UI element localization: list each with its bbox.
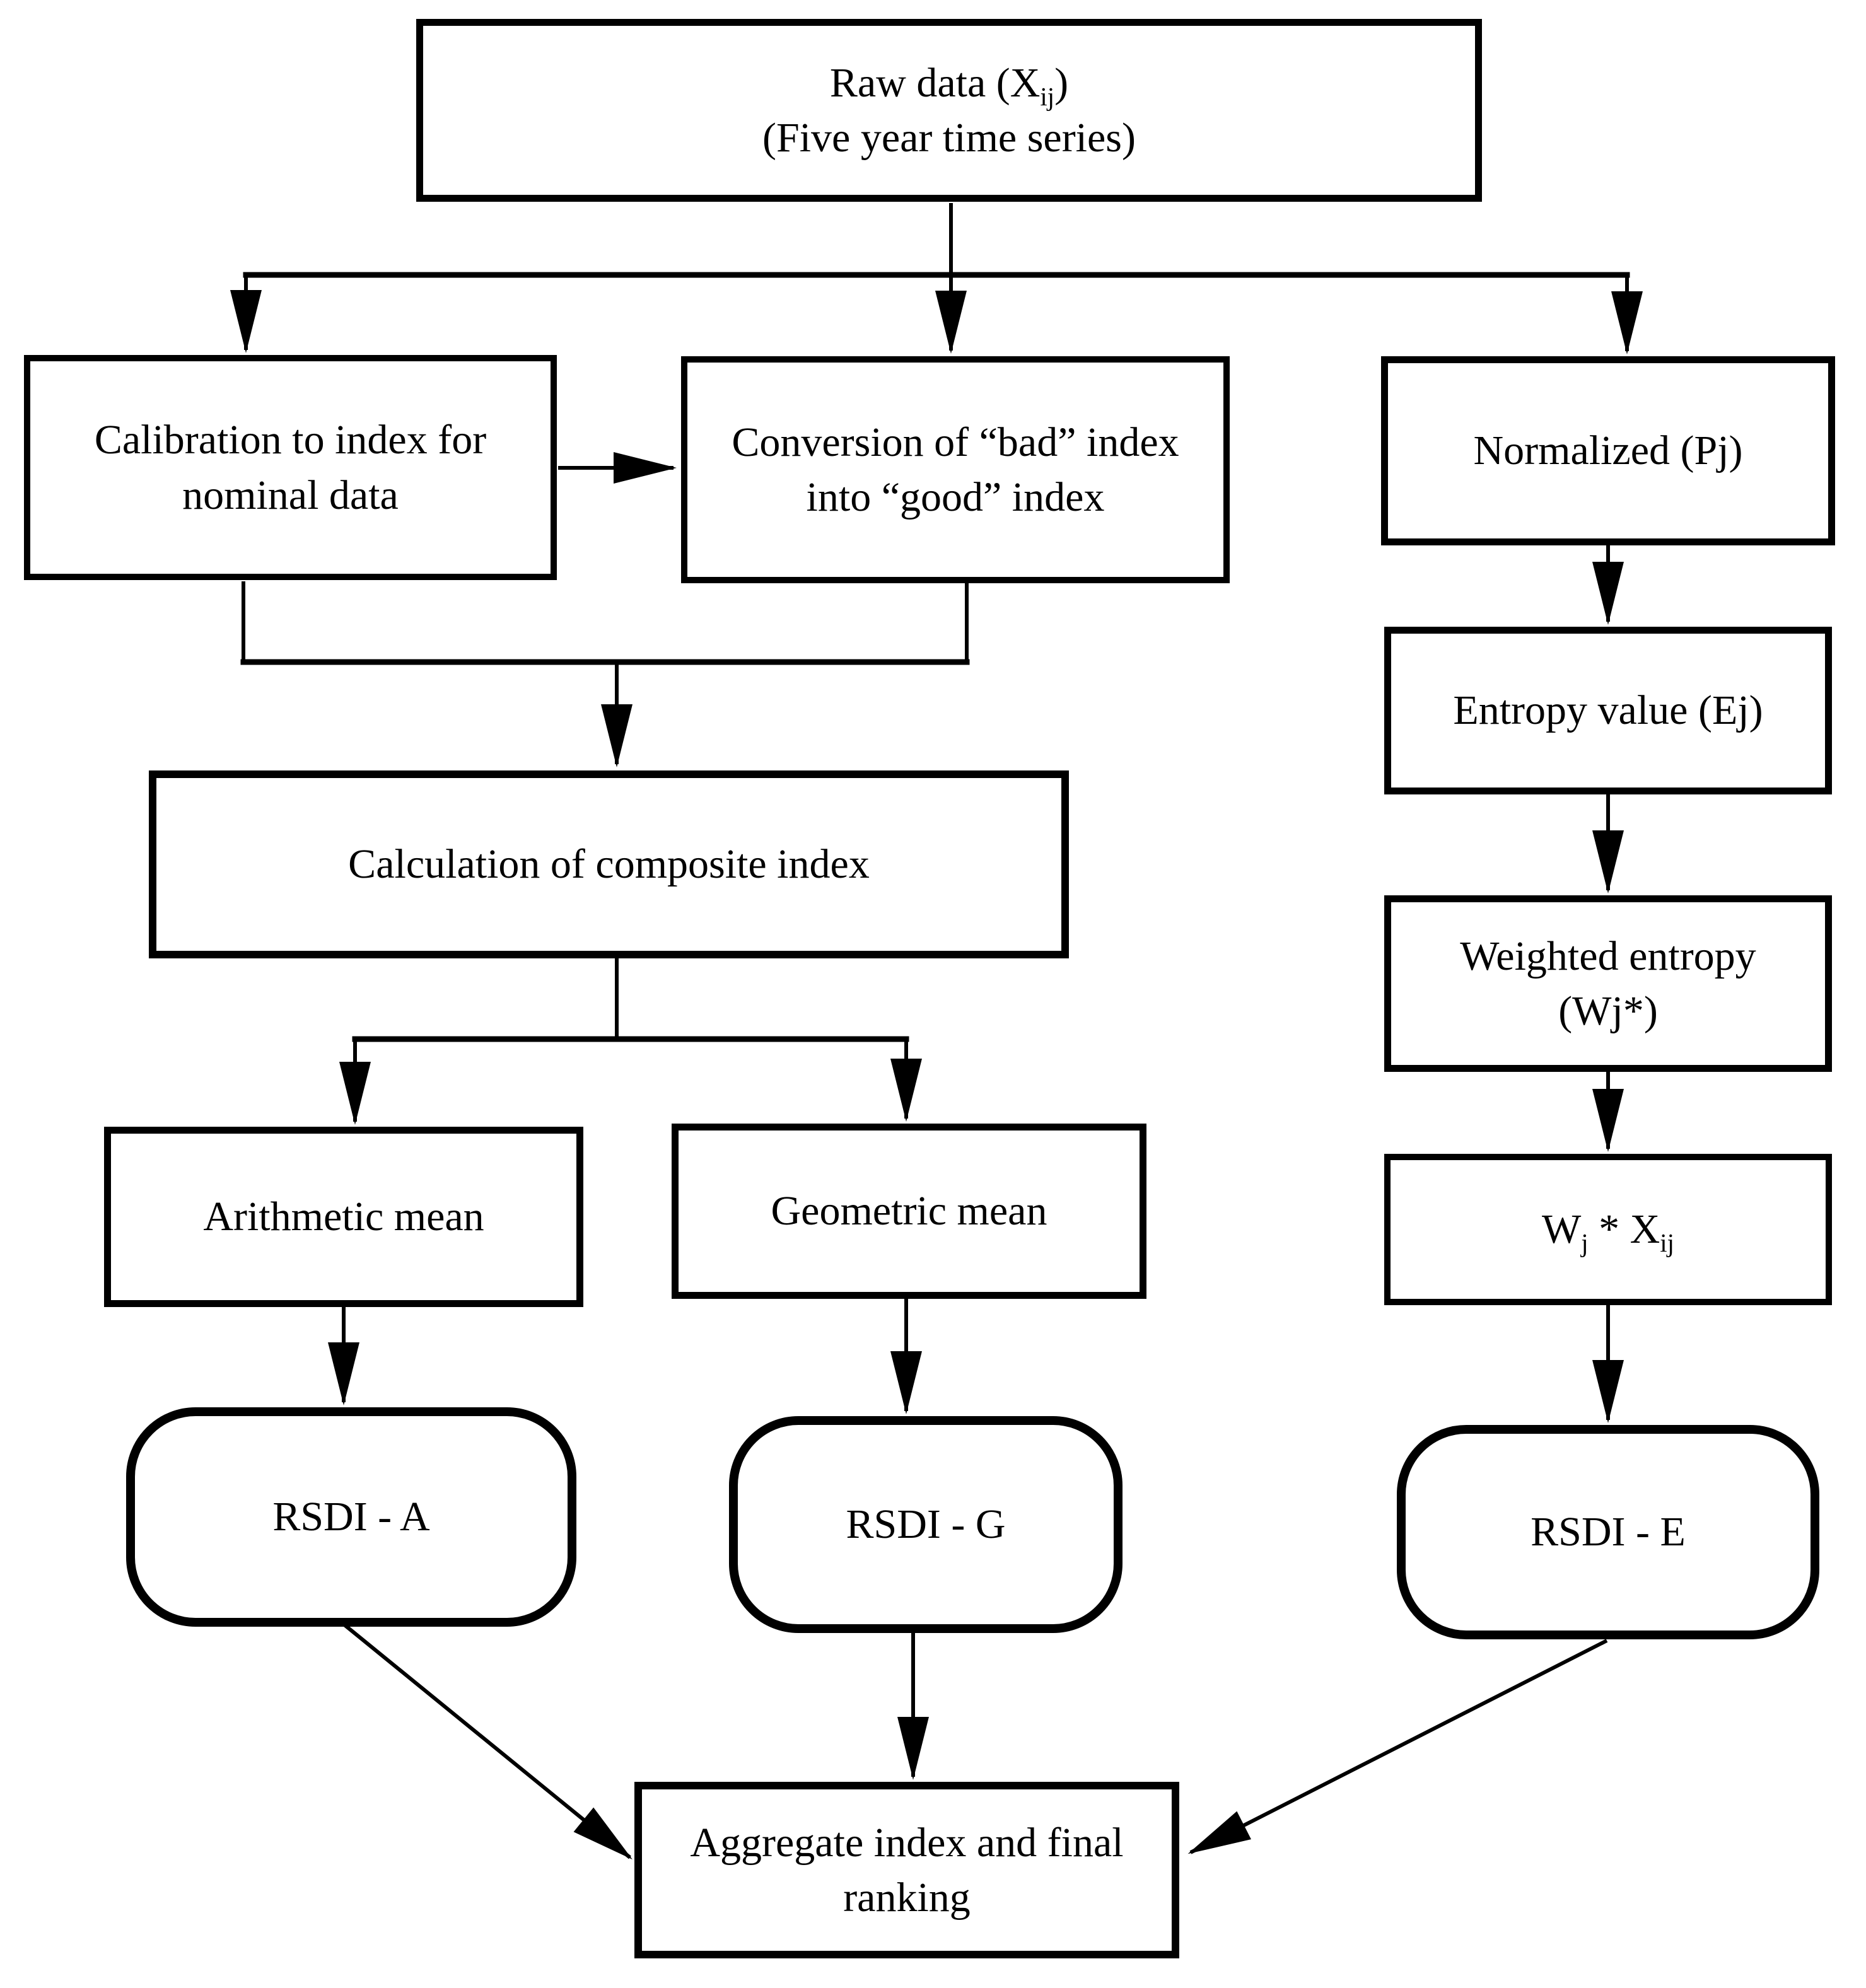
node-wj-times-xij: Wj * Xij (1384, 1154, 1832, 1305)
node-rsdi-g: RSDI - G (729, 1416, 1123, 1633)
subscript: ij (1660, 1229, 1675, 1258)
node-label: Geometric mean (771, 1188, 1047, 1235)
node-label: RSDI - E (1531, 1509, 1686, 1555)
node-label: Entropy value (Ej) (1453, 687, 1763, 734)
node-raw-data: Raw data (Xij) (Five year time series) (416, 19, 1482, 202)
node-label: Weighted entropy (1460, 933, 1756, 979)
node-label: Wj * Xij (1541, 1206, 1675, 1258)
node-label: nominal data (182, 472, 399, 518)
node-geometric-mean: Geometric mean (672, 1124, 1146, 1299)
node-label: ranking (843, 1875, 971, 1921)
node-normalized: Normalized (Pj) (1381, 356, 1835, 545)
node-label: (Five year time series) (762, 115, 1136, 161)
node-label: RSDI - A (272, 1494, 430, 1540)
node-label: RSDI - G (846, 1501, 1006, 1548)
node-label: Normalized (Pj) (1473, 427, 1743, 474)
node-label: Calculation of composite index (348, 841, 870, 888)
node-label: (Wj*) (1558, 988, 1658, 1034)
edge-rsdi-a-to-aggregate (339, 1620, 633, 1860)
node-composite-index: Calculation of composite index (149, 770, 1069, 958)
node-calibration: Calibration to index for nominal data (24, 355, 557, 580)
node-label: Raw data (Xij) (829, 59, 1069, 112)
node-arithmetic-mean: Arithmetic mean (104, 1127, 583, 1307)
node-aggregate-ranking: Aggregate index and final ranking (634, 1782, 1179, 1958)
node-conversion: Conversion of “bad” index into “good” in… (681, 356, 1230, 583)
subscript: ij (1040, 83, 1055, 112)
node-label: Conversion of “bad” index (732, 419, 1179, 465)
node-weighted-entropy: Weighted entropy (Wj*) (1384, 895, 1832, 1072)
node-rsdi-a: RSDI - A (126, 1407, 576, 1627)
edge-rsdi-e-to-aggregate (1187, 1639, 1608, 1854)
node-label: into “good” index (806, 474, 1105, 520)
node-label: Aggregate index and final (690, 1819, 1124, 1866)
node-label: Arithmetic mean (203, 1194, 484, 1240)
node-label: Calibration to index for (94, 417, 487, 463)
subscript: j (1581, 1229, 1589, 1258)
node-rsdi-e: RSDI - E (1397, 1425, 1819, 1639)
node-entropy-value: Entropy value (Ej) (1384, 627, 1832, 794)
